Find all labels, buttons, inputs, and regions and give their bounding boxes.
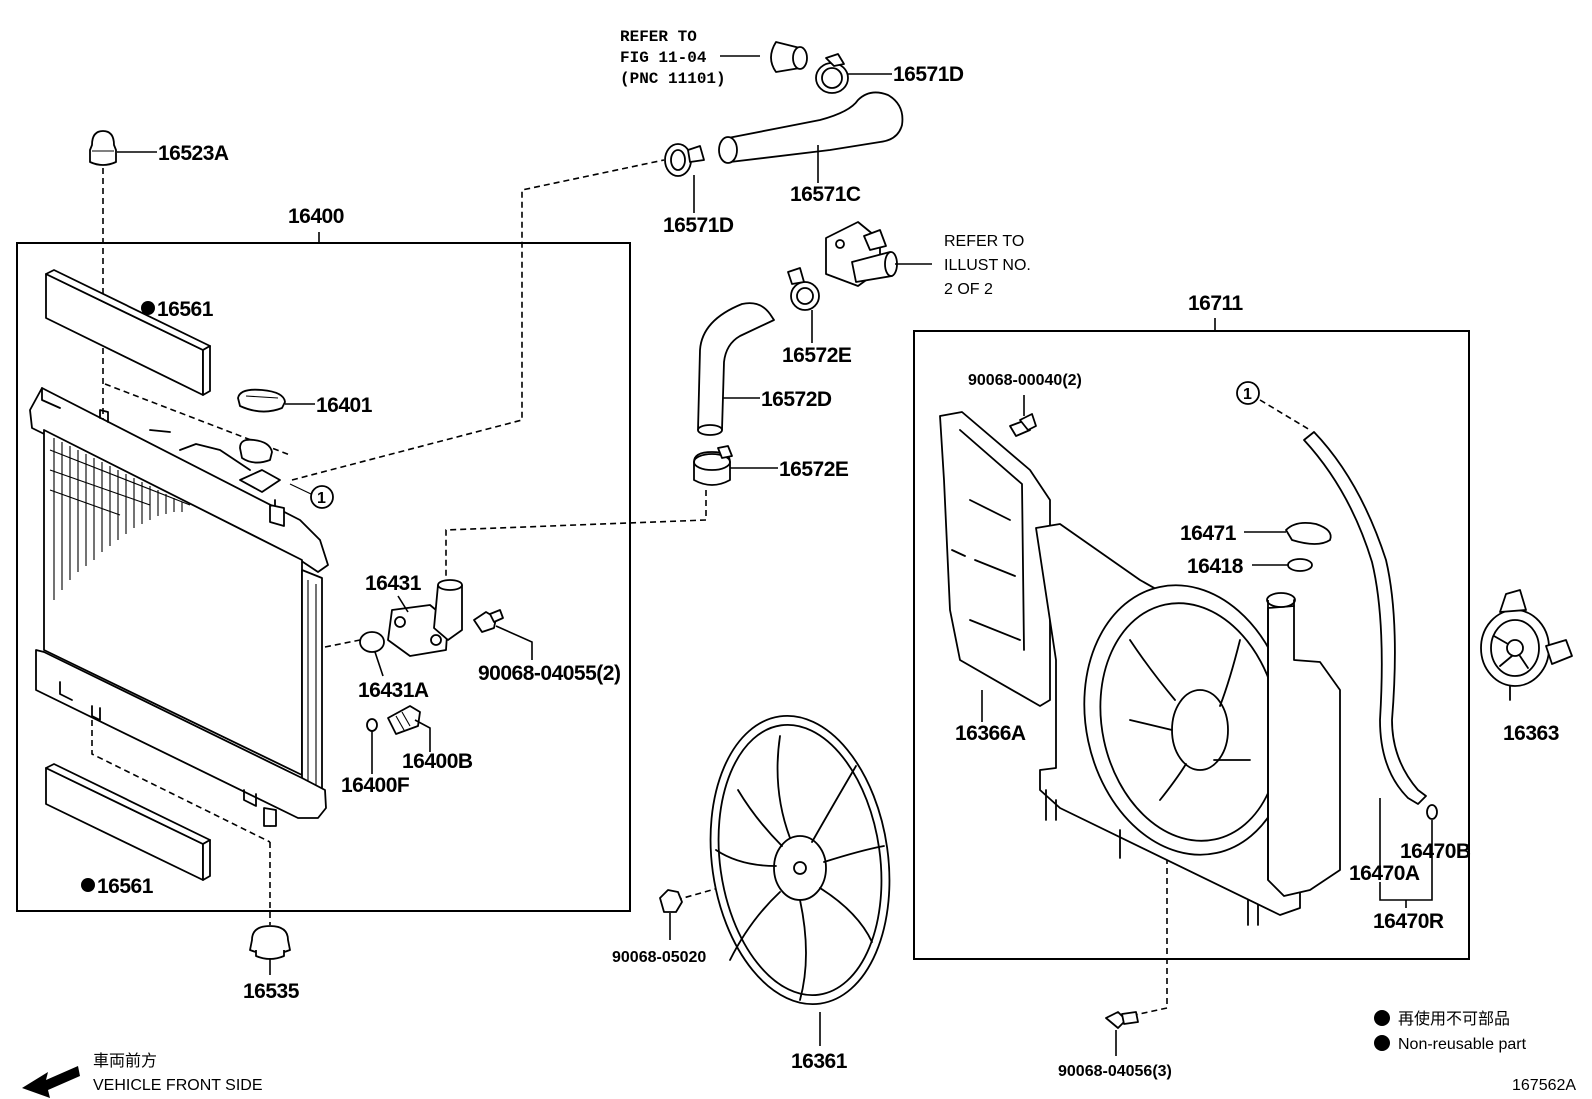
radiator-hose-16572D bbox=[697, 302, 775, 436]
ref-illust-refer-to: REFER TO bbox=[944, 233, 1024, 250]
hose-clamp-16571D-mid bbox=[664, 143, 705, 177]
label-16363: 16363 bbox=[1503, 722, 1559, 745]
label-16431: 16431 bbox=[365, 572, 422, 595]
label-16401: 16401 bbox=[316, 394, 373, 417]
gasket-16418 bbox=[1287, 558, 1313, 572]
vehicle-front-arrow-icon bbox=[22, 1066, 80, 1098]
label-16571C: 16571C bbox=[790, 183, 861, 206]
label-16572D: 16572D bbox=[761, 388, 832, 411]
nut-90068-05020 bbox=[659, 889, 683, 913]
label-16470B: 16470B bbox=[1400, 840, 1471, 863]
bolt-90068-00040 bbox=[1009, 413, 1037, 437]
label-90068-04056: 90068-04056(3) bbox=[1058, 1063, 1172, 1080]
radiator-16400 bbox=[29, 387, 329, 827]
label-16366A: 16366A bbox=[955, 722, 1026, 745]
label-90068-04055: 90068-04055(2) bbox=[478, 662, 620, 685]
label-16571D-mid: 16571D bbox=[663, 214, 734, 237]
reference-marker-1-left bbox=[310, 485, 334, 509]
ref-fig-number: FIG 11-04 bbox=[620, 49, 707, 67]
label-16535: 16535 bbox=[243, 980, 300, 1003]
radiator-seal-16561-top bbox=[45, 269, 211, 396]
water-outlet-housing bbox=[825, 221, 898, 287]
fan-shroud-group-box bbox=[913, 330, 1470, 960]
label-16470A: 16470A bbox=[1349, 862, 1420, 885]
footer-front-jp: 車両前方 bbox=[93, 1052, 157, 1070]
bolt-90068-04056 bbox=[1105, 1011, 1139, 1029]
radiator-hose-16571C bbox=[718, 91, 904, 164]
hose-clip-16470B bbox=[1426, 804, 1438, 820]
reference-marker-1-right bbox=[1236, 381, 1260, 405]
label-16400: 16400 bbox=[288, 205, 344, 228]
label-16431A: 16431A bbox=[358, 679, 429, 702]
o-ring-16400F bbox=[366, 718, 378, 732]
ref-illust-number: ILLUST NO. bbox=[944, 257, 1031, 274]
radiator-seal-16561-bottom bbox=[45, 763, 211, 881]
label-16361: 16361 bbox=[791, 1050, 848, 1073]
label-16571D-top: 16571D bbox=[893, 63, 964, 86]
label-16400F: 16400F bbox=[341, 774, 410, 797]
label-16470R: 16470R bbox=[1373, 910, 1444, 933]
fan-shroud-16711 bbox=[1035, 523, 1341, 926]
label-16523A: 16523A bbox=[158, 142, 229, 165]
bolt-90068-04055 bbox=[473, 609, 504, 633]
hose-end-fig-11-04 bbox=[770, 41, 808, 73]
illustration-id: 167562A bbox=[1512, 1077, 1576, 1094]
overflow-hose-16470A bbox=[1303, 431, 1427, 805]
label-16400B: 16400B bbox=[402, 750, 473, 773]
non-reusable-dot-icon bbox=[141, 301, 155, 315]
label-16572E-top: 16572E bbox=[782, 344, 852, 367]
non-reusable-dot-icon bbox=[81, 878, 95, 892]
legend-non-reusable-jp: 再使用不可部品 bbox=[1398, 1010, 1510, 1028]
circle-ref-left-text: 1 bbox=[317, 490, 326, 507]
fan-shroud-panel-16366A bbox=[939, 411, 1051, 707]
footer-front-en: VEHICLE FRONT SIDE bbox=[93, 1077, 263, 1094]
label-16711: 16711 bbox=[1188, 292, 1244, 315]
label-16561-bottom: 16561 bbox=[97, 875, 154, 898]
legend-dot-icon bbox=[1374, 1035, 1390, 1051]
ref-illust-sheet: 2 OF 2 bbox=[944, 281, 993, 298]
cushion-16535 bbox=[249, 925, 291, 960]
hose-clamp-16572E-top bbox=[787, 267, 820, 311]
label-16561-top: 16561 bbox=[157, 298, 214, 321]
radiator-core-fins bbox=[49, 438, 191, 600]
ref-fig-pnc: (PNC 11101) bbox=[620, 70, 726, 88]
ref-fig-refer-to: REFER TO bbox=[620, 28, 697, 46]
radiator-group-box bbox=[16, 242, 631, 912]
cooling-fan-16361 bbox=[709, 714, 891, 1006]
label-90068-05020: 90068-05020 bbox=[612, 949, 706, 966]
circle-ref-right-text: 1 bbox=[1243, 386, 1252, 403]
label-90068-00040: 90068-00040(2) bbox=[968, 372, 1082, 389]
label-16572E-bottom: 16572E bbox=[779, 458, 849, 481]
fan-motor-16363 bbox=[1480, 589, 1573, 701]
hose-clamp-16572E-bottom bbox=[693, 445, 733, 486]
cap-16401 bbox=[237, 388, 286, 413]
inlet-pipe-16431 bbox=[387, 579, 463, 657]
label-16471: 16471 bbox=[1180, 522, 1237, 545]
drain-cock-16400B bbox=[387, 705, 421, 735]
legend-non-reusable-en: Non-reusable part bbox=[1398, 1036, 1527, 1053]
label-16418: 16418 bbox=[1187, 555, 1244, 578]
hose-clamp-16571D-top bbox=[815, 53, 849, 94]
reservoir-cap-16471 bbox=[1285, 521, 1332, 545]
o-ring-16431A bbox=[359, 631, 385, 653]
legend-dot-icon bbox=[1374, 1010, 1390, 1026]
radiator-cap-16523A bbox=[89, 130, 117, 166]
